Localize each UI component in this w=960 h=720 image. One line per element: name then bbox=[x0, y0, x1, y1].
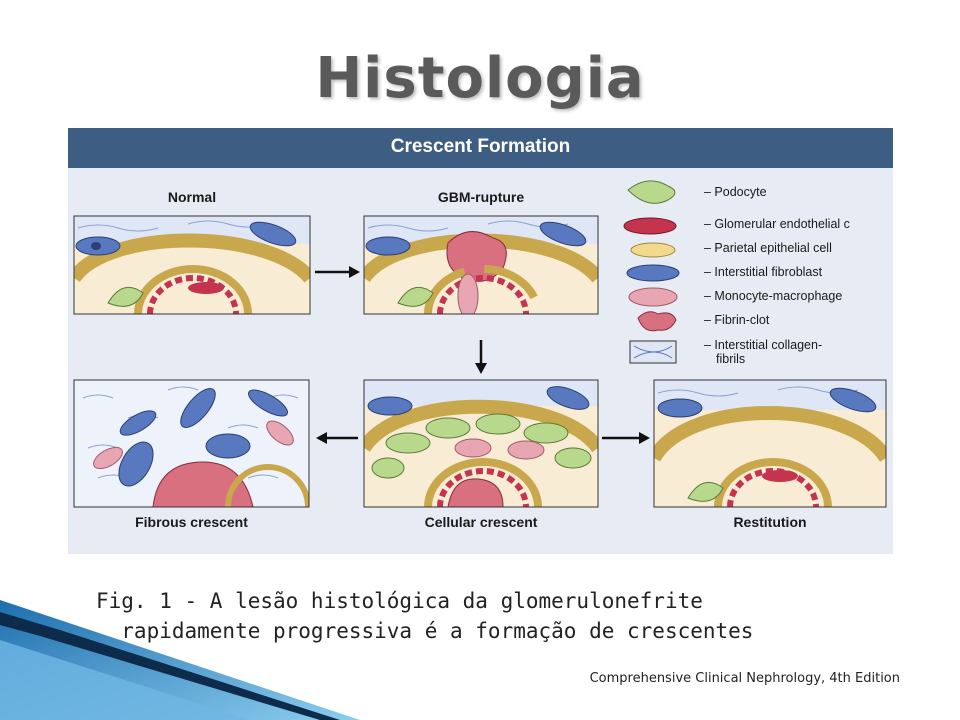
panel-normal bbox=[74, 216, 310, 314]
panel-gbm-rupture bbox=[364, 216, 598, 318]
legend-label-parietal: – Parietal epithelial cell bbox=[704, 241, 832, 255]
caption-line-1: Fig. 1 - A lesão histológica da glomerul… bbox=[96, 586, 753, 616]
panel-restitution bbox=[654, 380, 886, 507]
caption-line-2: rapidamente progressiva é a formação de … bbox=[96, 616, 753, 646]
legend-label-monocyte: – Monocyte-macrophage bbox=[704, 289, 842, 303]
legend-label-fibrin: – Fibrin-clot bbox=[704, 313, 769, 327]
panel-label-gbm-rupture: GBM-rupture bbox=[364, 189, 598, 205]
figure-caption: Fig. 1 - A lesão histológica da glomerul… bbox=[96, 586, 753, 646]
panel-fibrous-crescent bbox=[74, 380, 309, 507]
arrow-cellular-to-fibrous bbox=[316, 432, 358, 444]
panel-label-normal: Normal bbox=[74, 189, 310, 205]
source-credit: Comprehensive Clinical Nephrology, 4th E… bbox=[590, 671, 900, 686]
legend-monocyte-icon bbox=[629, 288, 677, 306]
legend-parietal-icon bbox=[631, 243, 675, 257]
crescent-formation-figure: Crescent Formation bbox=[68, 128, 893, 554]
legend-fibrin-icon bbox=[638, 312, 676, 331]
legend-label-collagen: – Interstitial collagen- bbox=[704, 338, 822, 352]
panel-cellular-crescent bbox=[364, 380, 598, 507]
legend-endothelial-icon bbox=[624, 218, 676, 234]
legend-label-fibroblast: – Interstitial fibroblast bbox=[704, 265, 822, 279]
panel-label-restitution: Restitution bbox=[654, 514, 886, 530]
legend-icons bbox=[624, 181, 679, 363]
panel-label-cellular-crescent: Cellular crescent bbox=[364, 514, 598, 530]
legend-label-podocyte: – Podocyte bbox=[704, 185, 767, 199]
legend-fibroblast-icon bbox=[627, 265, 679, 281]
arrow-cellular-to-restitution bbox=[602, 432, 650, 444]
arrow-normal-to-rupture bbox=[315, 266, 360, 278]
legend-label-collagen-fibrils: fibrils bbox=[716, 352, 745, 366]
arrow-rupture-to-cellular bbox=[475, 340, 487, 374]
panel-label-fibrous-crescent: Fibrous crescent bbox=[74, 514, 309, 530]
legend-podocyte-icon bbox=[628, 181, 675, 203]
slide-title: Histologia bbox=[0, 46, 960, 111]
legend-label-endothelial: – Glomerular endothelial c bbox=[704, 217, 893, 231]
